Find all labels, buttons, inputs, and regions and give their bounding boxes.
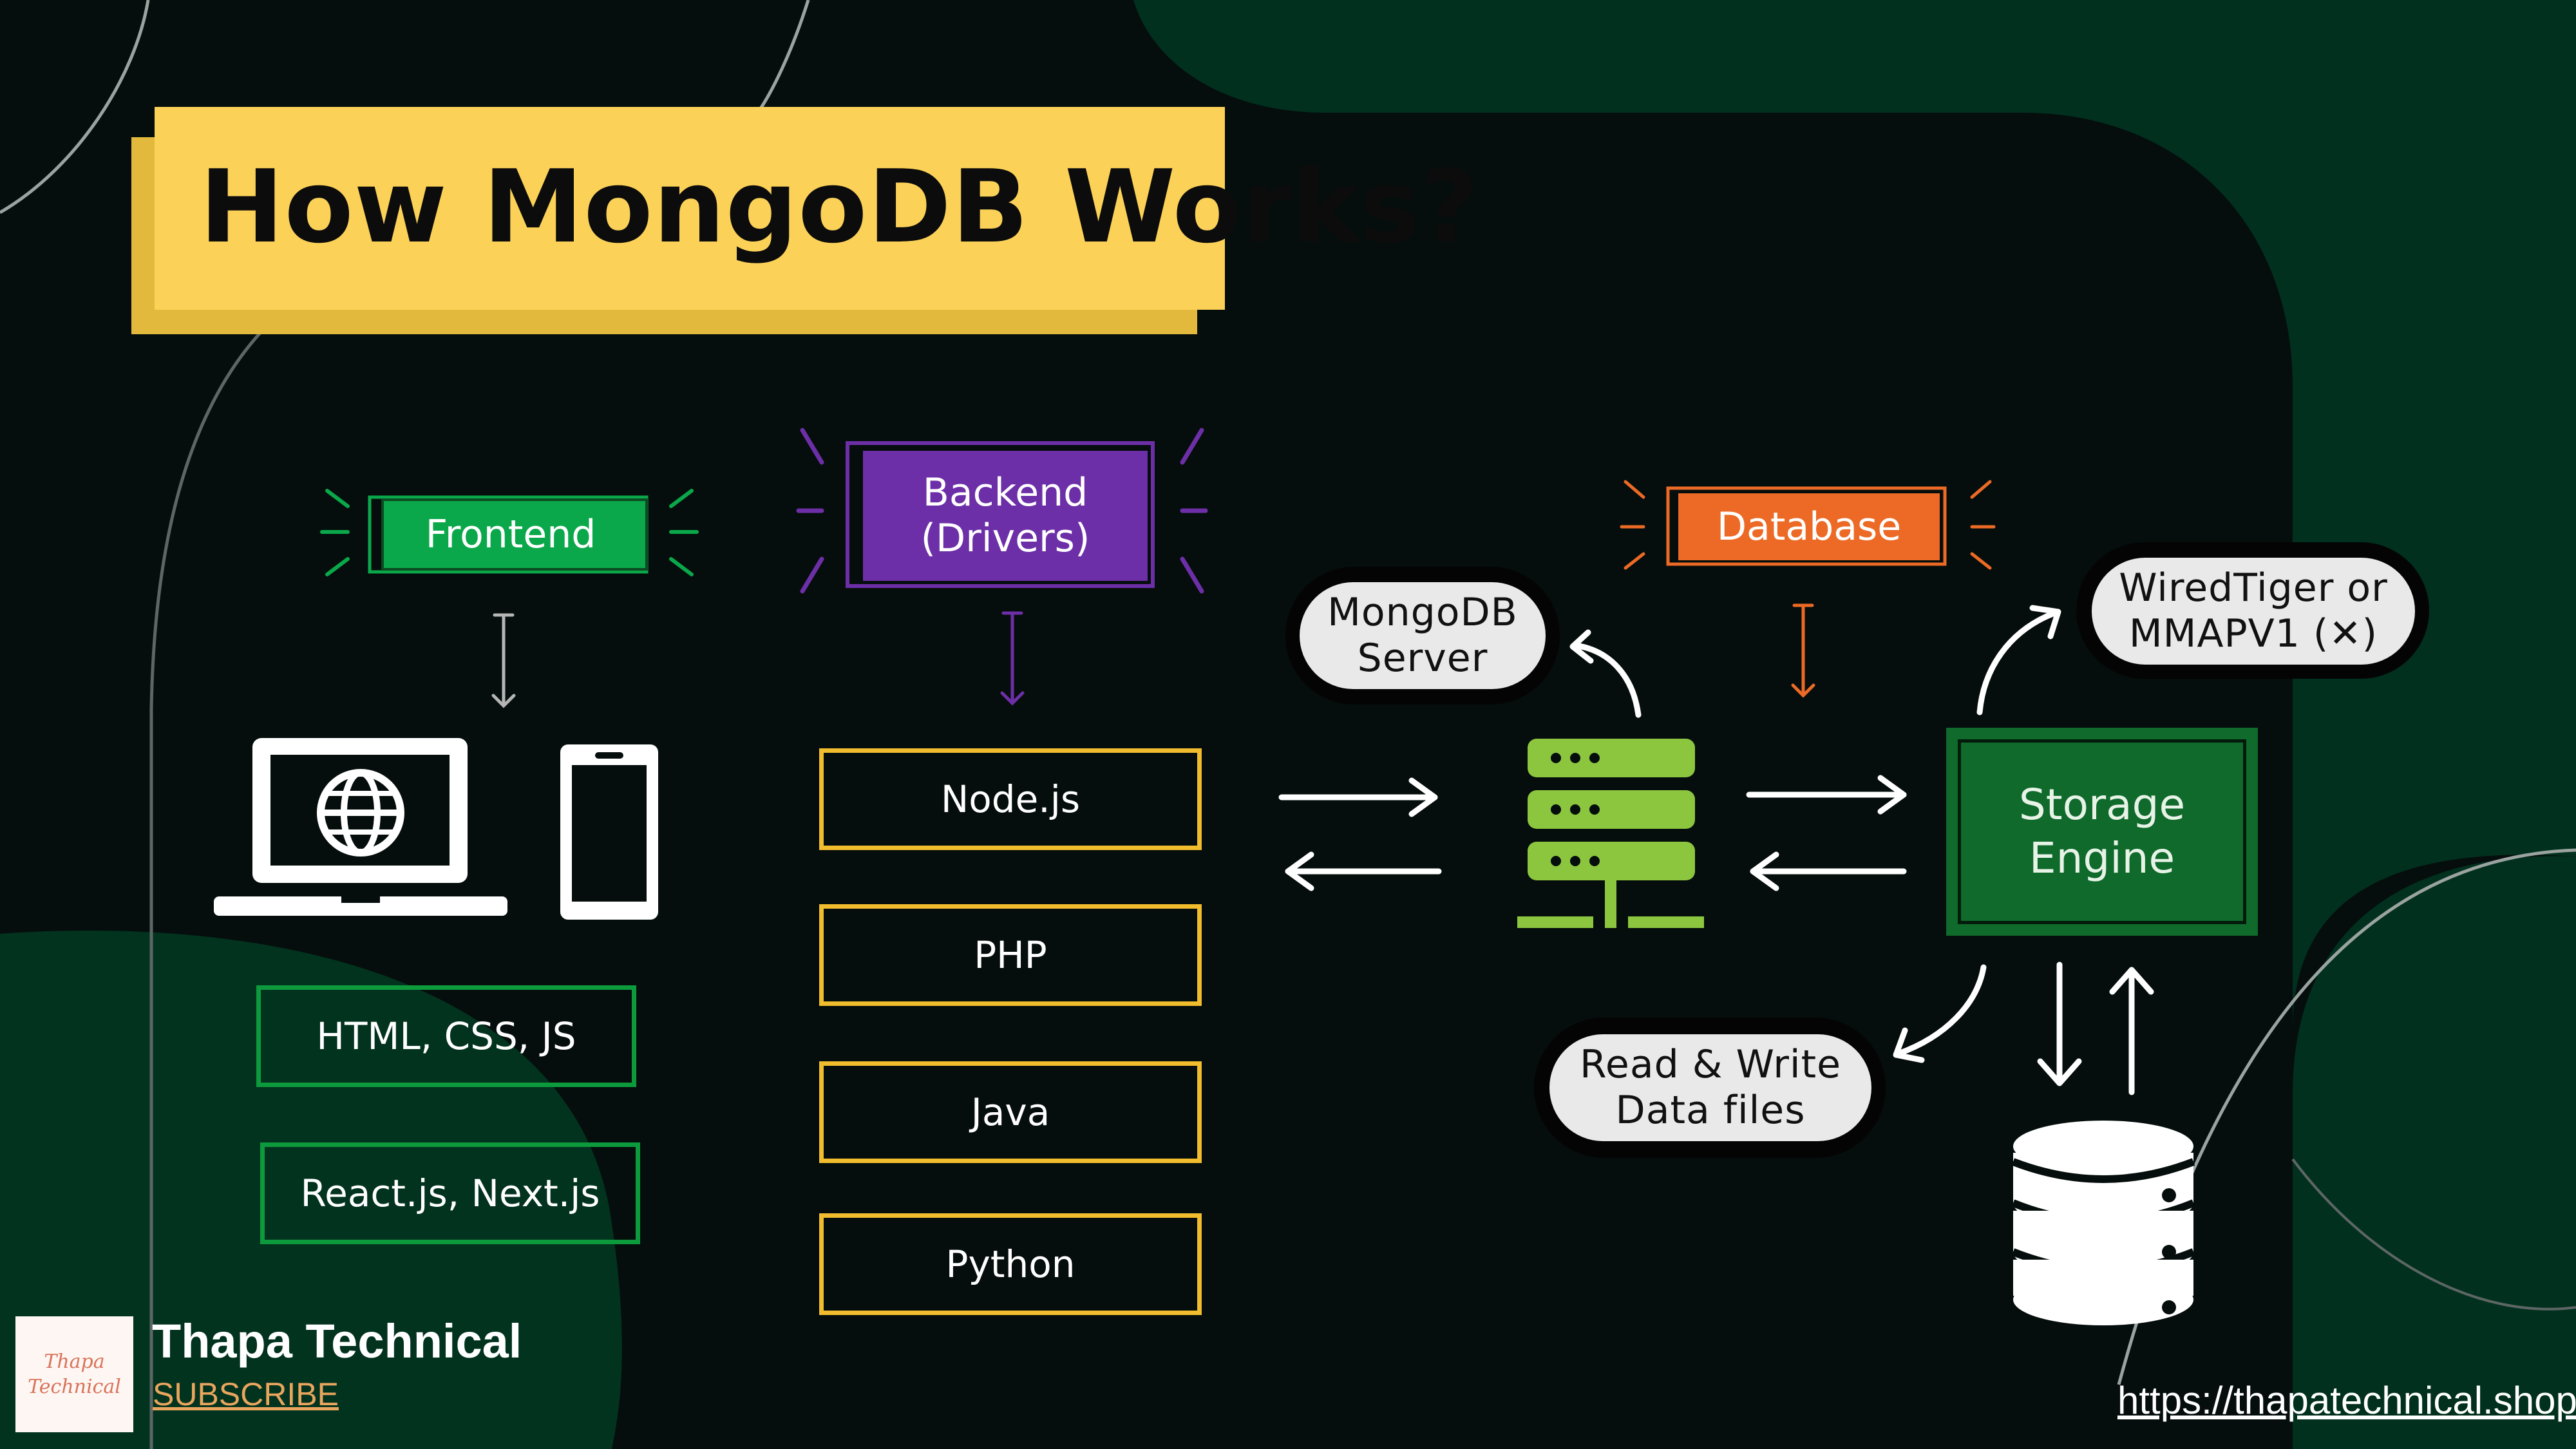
- files-pill-line2: Data files: [1615, 1088, 1806, 1133]
- bg-shape-bottom-left: [0, 931, 622, 1449]
- database-cylinder-icon: [2011, 1121, 2195, 1325]
- logo-line1: Thapa: [44, 1350, 105, 1373]
- server-stack-icon: [1517, 739, 1704, 928]
- database-label: Database: [1678, 493, 1940, 560]
- backend-label-line1: Backend: [922, 470, 1088, 516]
- backend-tech-box: Python: [819, 1213, 1202, 1315]
- storage-engine-inner: Storage Engine: [1958, 739, 2246, 924]
- mongodb-server-pill: MongoDB Server: [1300, 582, 1546, 689]
- frontend-connector: [491, 613, 516, 708]
- bg-curve-line-3: [149, 321, 272, 1449]
- storage-engine-line1: Storage: [2018, 780, 2186, 829]
- flow-arrows: [1278, 605, 2154, 1095]
- backend-rays: [796, 428, 1208, 594]
- engine-pill-line2-text: MMAPV1 (: [2128, 611, 2329, 656]
- bg-curve-line-1: [0, 0, 150, 214]
- backend-tech-box: Node.js: [819, 748, 1202, 850]
- channel-logo[interactable]: Thapa Technical: [15, 1316, 133, 1432]
- storage-engine-line2: Engine: [2029, 833, 2175, 883]
- backend-connector: [1000, 611, 1025, 706]
- frontend-rays: [320, 489, 699, 576]
- laptop-globe-icon: [214, 738, 507, 916]
- engine-pill-line2: MMAPV1 (✕): [2129, 611, 2378, 657]
- title-banner: [155, 107, 1225, 310]
- backend-label: Backend (Drivers): [863, 451, 1148, 581]
- database-rays: [1620, 480, 1996, 570]
- cross-icon: ✕: [2329, 611, 2362, 656]
- engine-pill-line2-end: ): [2362, 611, 2378, 656]
- bg-curve-line-5: [2291, 1158, 2576, 1311]
- website-link[interactable]: https://thapatechnical.shop: [2117, 1379, 2576, 1422]
- frontend-tech-box: HTML, CSS, JS: [256, 985, 636, 1087]
- subscribe-link[interactable]: SUBSCRIBE: [153, 1376, 339, 1412]
- database-connector: [1791, 603, 1815, 698]
- storage-engine-box: Storage Engine: [1946, 728, 2258, 936]
- frontend-tech-box: React.js, Next.js: [260, 1142, 640, 1244]
- bg-shape-top-right: [1133, 0, 2576, 1030]
- server-pill-line2: Server: [1357, 636, 1488, 681]
- engine-pill-line1: WiredTiger or: [2119, 565, 2388, 611]
- bg-curve-line-2: [758, 0, 810, 111]
- backend-tech-box: PHP: [819, 904, 1202, 1006]
- channel-name: Thapa Technical: [152, 1314, 522, 1368]
- logo-line2: Technical: [28, 1376, 121, 1398]
- files-pill-line1: Read & Write: [1579, 1042, 1842, 1088]
- smartphone-icon: [560, 744, 658, 920]
- server-pill-line1: MongoDB: [1327, 590, 1518, 636]
- page-title: How MongoDB Works?: [200, 148, 1479, 265]
- frontend-label: Frontend: [384, 501, 645, 568]
- read-write-pill: Read & Write Data files: [1549, 1034, 1871, 1141]
- backend-tech-box: Java: [819, 1061, 1202, 1163]
- wiredtiger-pill: WiredTiger or MMAPV1 (✕): [2092, 558, 2415, 665]
- backend-label-line2: (Drivers): [920, 516, 1090, 561]
- bg-shape-right: [2293, 451, 2576, 1449]
